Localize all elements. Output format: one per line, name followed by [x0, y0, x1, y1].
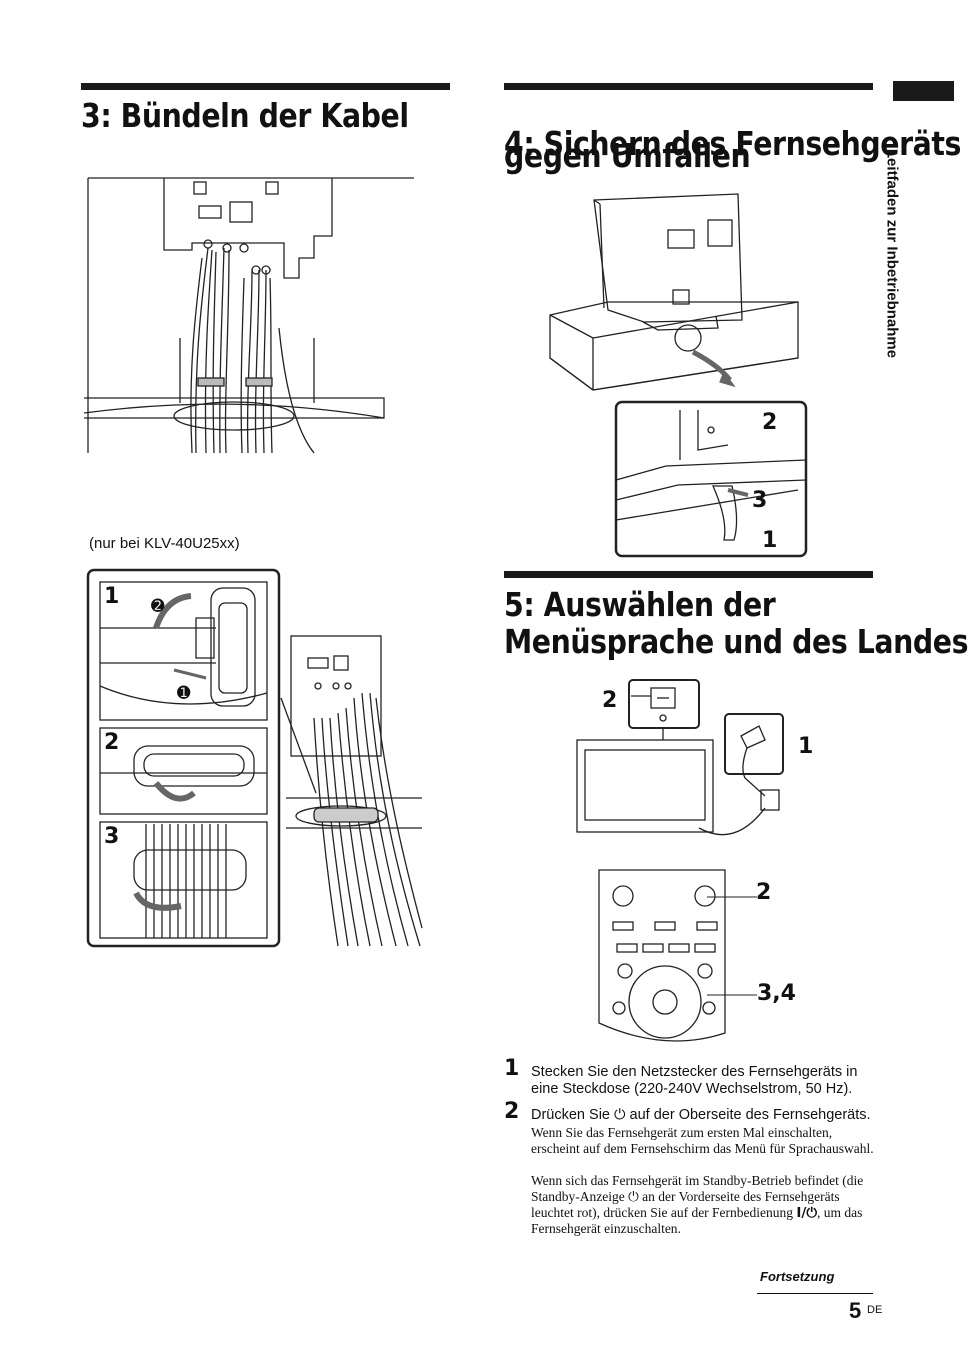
step-2-number: 2 [504, 1099, 520, 1124]
remote-callout-2: 2 [756, 880, 772, 905]
section-5-rule [504, 571, 873, 578]
section-4-title-line2: gegen Umfallen [504, 136, 751, 175]
step-2-detail-2b: an der Vorderseite des Fernsehgeräts leu… [531, 1189, 840, 1220]
step-2-detail-2c: , um das Fernsehgerät einzuschalten. [531, 1205, 863, 1236]
page-number: 5 [849, 1298, 862, 1323]
model-caption: (nur bei KLV-40U25xx) [89, 535, 240, 552]
clip-step-2-number: 2 [104, 730, 120, 755]
cable-bundle-illustration [83, 177, 414, 454]
clip-substep-2-marker: ➋ [151, 596, 165, 615]
side-tab-marker [893, 81, 954, 101]
step-2-text: Drücken Sie ⏻ auf der Oberseite des Fern… [531, 1107, 881, 1124]
continued-rule [757, 1293, 873, 1294]
secure-callout-2: 2 [762, 410, 778, 435]
power-icon: ⏻ [614, 1107, 626, 1123]
step-2-detail-1: Wenn Sie das Fernsehgerät zum ersten Mal… [531, 1125, 874, 1156]
remote-power-icon: I/⏻ [796, 1205, 818, 1221]
side-tab-label: Leitfaden zur Inbetriebnahme [883, 148, 901, 359]
step-2-detail-2a: Wenn sich das Fernsehgerät im Standby-Be… [531, 1173, 864, 1204]
secure-callout-3: 3 [752, 488, 768, 513]
tv-securing-illustration [549, 193, 808, 558]
remote-leader-lines [707, 896, 757, 996]
remote-control-illustration [598, 869, 726, 1042]
tv-callout-1: 1 [798, 734, 814, 759]
clip-substep-1-marker: ➊ [177, 683, 191, 702]
cable-clip-steps-illustration [86, 568, 423, 948]
page-language: DE [867, 1304, 883, 1316]
step-2-detail-2: Wenn sich das Fernsehgerät im Standby-Be… [531, 1173, 876, 1237]
step-1-number: 1 [504, 1056, 520, 1081]
section-5-title-line1: 5: Auswählen der [504, 585, 776, 624]
section-5-title-line2: Menüsprache und des Landes [504, 622, 968, 661]
step-2-text-b: auf der Oberseite des Fernsehgeräts. [629, 1107, 871, 1123]
clip-step-3-number: 3 [104, 824, 120, 849]
step-2-text-a: Drücken Sie [531, 1107, 610, 1123]
clip-step-1-number: 1 [104, 584, 120, 609]
secure-callout-1: 1 [762, 528, 778, 553]
remote-callout-3-4: 3,4 [757, 981, 796, 1006]
section-4-rule [504, 83, 873, 90]
section-3-title: 3: Bündeln der Kabel [81, 96, 409, 135]
section-3-rule [81, 83, 450, 90]
step-1-text: Stecken Sie den Netzstecker des Fernsehg… [531, 1064, 858, 1097]
standby-indicator-icon: ⏻ [628, 1189, 639, 1205]
continued-label: Fortsetzung [760, 1269, 835, 1284]
tv-power-illustration [576, 679, 784, 836]
section-4-title-line1: 4: Sichern des Fernsehgeräts [504, 124, 961, 163]
tv-callout-2: 2 [602, 688, 618, 713]
